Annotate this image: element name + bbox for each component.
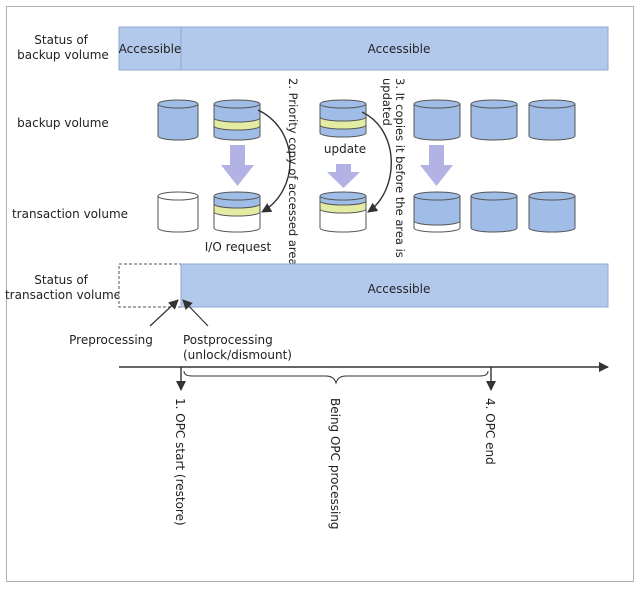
update-label: update [324,142,366,156]
priority-copy-curve [257,109,291,213]
label-status-backup: Status of backup volume [17,33,109,62]
opc-processing-brace [183,370,489,385]
transaction-status-unavailable [118,263,182,308]
postprocessing-label: Postprocessing [183,333,273,347]
copy-before-update-curve [361,111,392,213]
postprocessing-detail-label: (unlock/dismount) [183,348,292,362]
transaction-disk-2 [213,191,261,233]
backup-disk-1 [157,99,199,141]
backup-status-bar-long [180,26,609,71]
being-opc-label: Being OPC processing [328,398,342,530]
copy-arrow-3 [420,145,453,186]
label-status-transaction: Status of transaction volume [5,273,121,302]
backup-disk-6 [528,99,576,141]
label-transaction-volume: transaction volume [12,207,128,221]
label-backup-volume: backup volume [17,116,109,130]
backup-status-short-text: Accessible [119,42,182,56]
copies-before-note: 3. It copies it before the area is updat… [380,78,407,261]
priority-copy-note: 2. Priority copy of accessed area [286,78,300,266]
backup-disk-4 [413,99,461,141]
diagram-frame [6,6,634,582]
opc-end-label: 4. OPC end [483,398,497,465]
preprocessing-label: Preprocessing [69,333,153,347]
copy-arrow-1 [221,145,254,186]
transaction-disk-5 [470,191,518,233]
transaction-status-text: Accessible [368,282,431,296]
backup-disk-2 [213,99,261,141]
backup-status-bar-short [118,26,182,71]
transaction-disk-4 [413,191,461,233]
backup-disk-5 [470,99,518,141]
opc-start-label: 1. OPC start (restore) [173,398,187,526]
transaction-disk-3 [319,191,367,233]
transaction-status-bar [180,263,609,308]
backup-status-long-text: Accessible [368,42,431,56]
copy-arrow-2 [327,164,360,188]
postprocessing-pointer [182,299,209,327]
backup-disk-3 [319,99,367,138]
transaction-disk-1 [157,191,199,233]
transaction-disk-6 [528,191,576,233]
io-request-label: I/O request [205,240,272,254]
preprocessing-pointer [149,299,179,327]
